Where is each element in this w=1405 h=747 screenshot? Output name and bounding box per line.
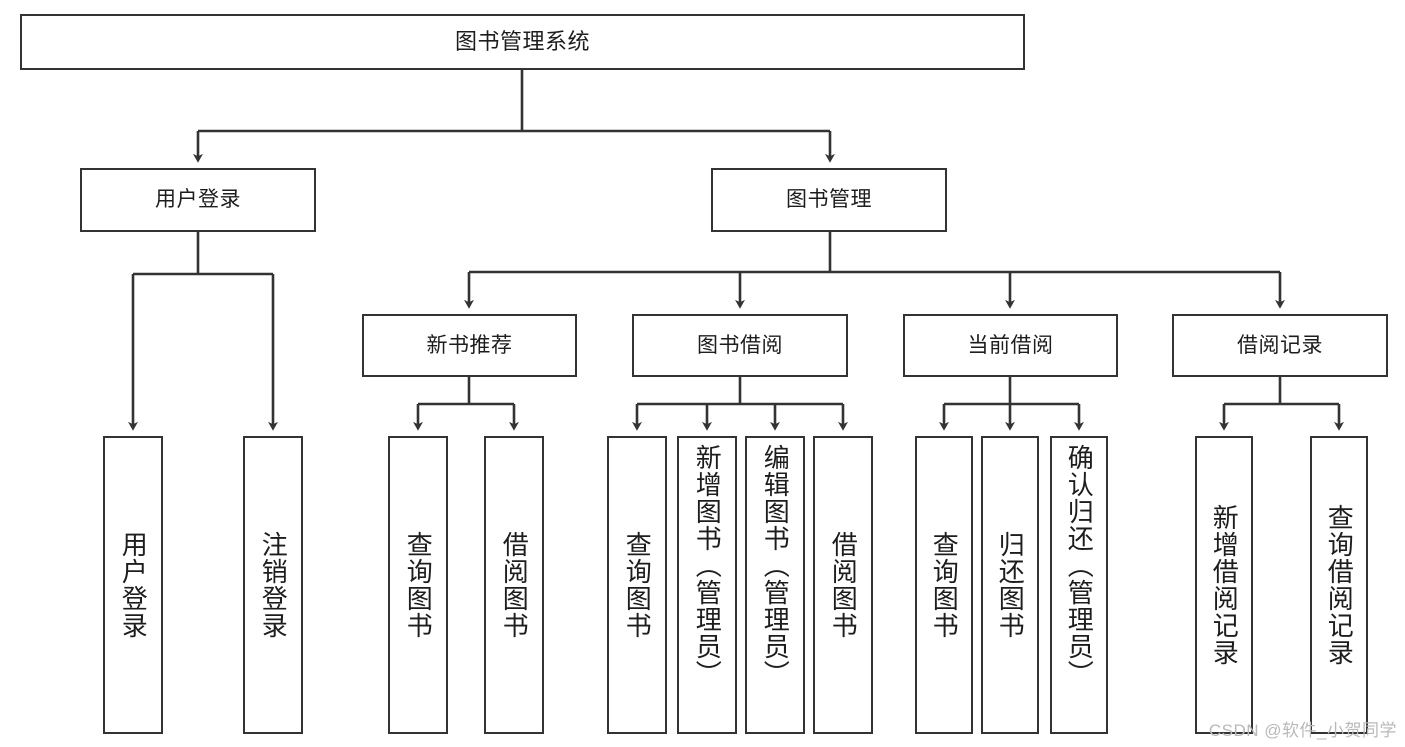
node-label: 当前借阅 (967, 333, 1054, 357)
leaf-add-book-admin[interactable]: 新增图书（管理员） (677, 436, 737, 734)
leaf-edit-book-admin[interactable]: 编辑图书（管理员） (745, 436, 805, 734)
node-label: 查询图书 (622, 531, 653, 639)
node-label: 新增借阅记录 (1209, 504, 1240, 666)
leaf-logout[interactable]: 注销登录 (243, 436, 303, 734)
node-current-borrow[interactable]: 当前借阅 (903, 314, 1118, 377)
node-root-book-management-system[interactable]: 图书管理系统 (20, 14, 1025, 70)
leaf-query-book-borrow[interactable]: 查询图书 (607, 436, 667, 734)
leaf-query-borrow-record[interactable]: 查询借阅记录 (1310, 436, 1368, 734)
node-book-borrow[interactable]: 图书借阅 (632, 314, 848, 377)
node-label: 图书管理系统 (454, 28, 590, 54)
node-label: 图书借阅 (697, 333, 783, 357)
node-book-management[interactable]: 图书管理 (711, 168, 947, 232)
node-label: 图书管理 (786, 188, 872, 212)
node-label: 用户登录 (155, 188, 241, 212)
node-label: 借阅记录 (1237, 333, 1323, 357)
node-label: 用户登录 (118, 531, 149, 639)
leaf-return-book[interactable]: 归还图书 (981, 436, 1039, 734)
node-label: 新书推荐 (426, 333, 513, 357)
leaf-confirm-return-admin[interactable]: 确认归还（管理员） (1050, 436, 1108, 734)
node-label: 注销登录 (258, 531, 289, 639)
node-borrow-record[interactable]: 借阅记录 (1172, 314, 1388, 377)
node-label: 编辑图书（管理员） (760, 444, 791, 687)
leaf-query-book-current[interactable]: 查询图书 (915, 436, 973, 734)
leaf-add-borrow-record[interactable]: 新增借阅记录 (1195, 436, 1253, 734)
leaf-borrow-book-recommend[interactable]: 借阅图书 (484, 436, 544, 734)
node-label: 查询图书 (403, 531, 434, 639)
watermark: CSDN @软件_小贺同学 (1208, 721, 1397, 740)
node-new-book-recommend[interactable]: 新书推荐 (362, 314, 577, 377)
leaf-borrow-book[interactable]: 借阅图书 (813, 436, 873, 734)
node-label: 归还图书 (995, 531, 1026, 639)
leaf-query-book-recommend[interactable]: 查询图书 (388, 436, 448, 734)
node-label: 借阅图书 (828, 531, 859, 639)
node-label: 确认归还（管理员） (1064, 444, 1095, 687)
leaf-user-login[interactable]: 用户登录 (103, 436, 163, 734)
node-user-login[interactable]: 用户登录 (80, 168, 316, 232)
node-label: 查询图书 (929, 531, 960, 639)
node-label: 查询借阅记录 (1324, 504, 1355, 666)
node-label: 新增图书（管理员） (692, 444, 723, 687)
node-label: 借阅图书 (499, 531, 530, 639)
